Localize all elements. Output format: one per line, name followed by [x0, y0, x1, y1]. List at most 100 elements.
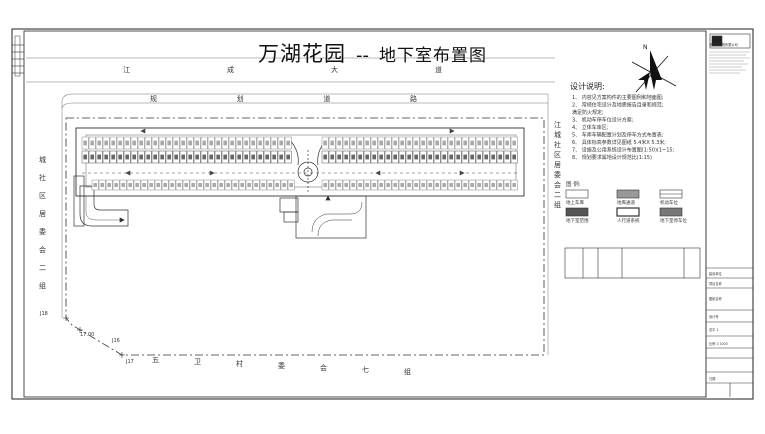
parked-car-mark [351, 154, 355, 160]
parked-car-mark [121, 183, 125, 187]
parked-car-mark [265, 140, 269, 146]
parked-car-mark [181, 140, 185, 146]
parked-car-mark [226, 183, 230, 187]
title-block-row: 建设单位 [709, 271, 723, 276]
parked-car-mark [149, 183, 153, 187]
bottom-road-label: 五卫村委会七组 [152, 356, 411, 376]
parked-car-mark [93, 183, 97, 187]
parked-car-mark [414, 154, 418, 160]
north-label: N [643, 44, 648, 51]
parked-car-mark [111, 154, 115, 160]
parked-car-mark [456, 183, 460, 187]
parked-car-mark [240, 183, 244, 187]
note-item: 6、 具体标高参数详见图纸 5.4米X 5.3米; [572, 139, 666, 146]
parked-car-mark [167, 154, 171, 160]
parked-car-mark [233, 183, 237, 187]
parked-car-mark [160, 154, 164, 160]
legend-heading: 图 例: [566, 180, 581, 188]
north-arrow-icon [631, 50, 677, 93]
title-block-row: 项目名称 [709, 281, 723, 286]
parked-car-mark [470, 183, 474, 187]
parked-car-mark [470, 154, 474, 160]
parked-car-mark [212, 183, 216, 187]
parked-car-mark [442, 183, 446, 187]
parked-car-mark [286, 140, 290, 146]
parked-car-mark [163, 183, 167, 187]
parked-car-mark [184, 183, 188, 187]
parked-car-mark [386, 140, 390, 146]
leftRoad-char: 社 [39, 173, 46, 182]
survey-point-j18: J18 [39, 311, 48, 317]
parked-car-mark [344, 154, 348, 160]
parked-car-mark [407, 140, 411, 146]
parked-car-mark [247, 183, 251, 187]
parked-car-mark [128, 183, 132, 187]
parked-car-mark [139, 154, 143, 160]
bottom-road-char: 七 [362, 365, 369, 374]
parked-car-mark [174, 154, 178, 160]
legend-item-label: 人行道系统 [617, 217, 640, 224]
parked-car-mark [272, 140, 276, 146]
parked-car-mark [505, 140, 509, 146]
parked-car-mark [282, 183, 286, 187]
legend-item-label: 地上车库 [566, 199, 584, 206]
title-block-row: 日期 [709, 376, 715, 381]
parked-car-mark [107, 183, 111, 187]
rightRoad-char: 组 [554, 200, 561, 209]
parked-car-mark [268, 183, 272, 187]
rightRoad-char: 江 [554, 121, 561, 129]
parked-car-mark [344, 140, 348, 146]
parked-car-mark [414, 140, 418, 146]
leftRoad-char: 二 [39, 264, 46, 272]
title-separator: -- [356, 45, 369, 66]
parked-car-mark [177, 183, 181, 187]
parked-car-mark [463, 154, 467, 160]
parked-car-mark [251, 154, 255, 160]
parked-car-mark [275, 183, 279, 187]
parked-car-mark [97, 154, 101, 160]
leftRoad-char: 会 [39, 245, 46, 254]
parked-car-mark [393, 154, 397, 160]
parked-car-mark [386, 154, 390, 160]
parked-car-mark [358, 154, 362, 160]
parked-car-mark [365, 154, 369, 160]
road-lines [26, 57, 555, 355]
title-block-fine-lines [709, 51, 750, 74]
notes-list: 1、 内容见方案构件的主要图例和地面图;2、 常规住宅设计及地质报告目录和规范;… [572, 94, 675, 161]
legend-swatches [565, 189, 683, 217]
parked-car-mark [407, 154, 411, 160]
topRoad-char: 江 [123, 66, 130, 74]
parked-car-mark [230, 154, 234, 160]
topRoad-char: 成 [227, 65, 234, 74]
parked-car-mark [379, 183, 383, 187]
legend-list: 地上车库地库通道机动车位地下室范围人行道系统地下室停车位 [566, 199, 687, 224]
bottom-road-char: 五 [152, 356, 159, 364]
rightRoad-char: 社 [554, 140, 561, 149]
rightRoad-char: 会 [554, 180, 561, 189]
parked-car-mark [188, 140, 192, 146]
parked-car-mark [251, 140, 255, 146]
parked-car-mark [498, 140, 502, 146]
parked-car-mark [393, 140, 397, 146]
parked-car-mark [258, 140, 262, 146]
leftRoad-char: 区 [39, 192, 46, 200]
company-name: 设计研究院有限公司 [709, 42, 738, 47]
parked-car-mark [104, 140, 108, 146]
parked-car-mark [512, 183, 516, 187]
innerRoad-char: 道 [323, 94, 330, 103]
parked-car-mark [407, 183, 411, 187]
parked-car-mark [512, 140, 516, 146]
parked-car-mark [435, 183, 439, 187]
parking-stalls [81, 136, 518, 191]
parked-car-mark [216, 154, 220, 160]
parked-car-mark [254, 183, 258, 187]
parked-car-mark [330, 140, 334, 146]
parked-car-mark [449, 183, 453, 187]
parked-car-mark [209, 154, 213, 160]
parked-car-mark [191, 183, 195, 187]
parked-car-mark [393, 183, 397, 187]
note-item: 7、 设施及公用系统设计布置图(1:50)(1~15; [572, 147, 675, 154]
